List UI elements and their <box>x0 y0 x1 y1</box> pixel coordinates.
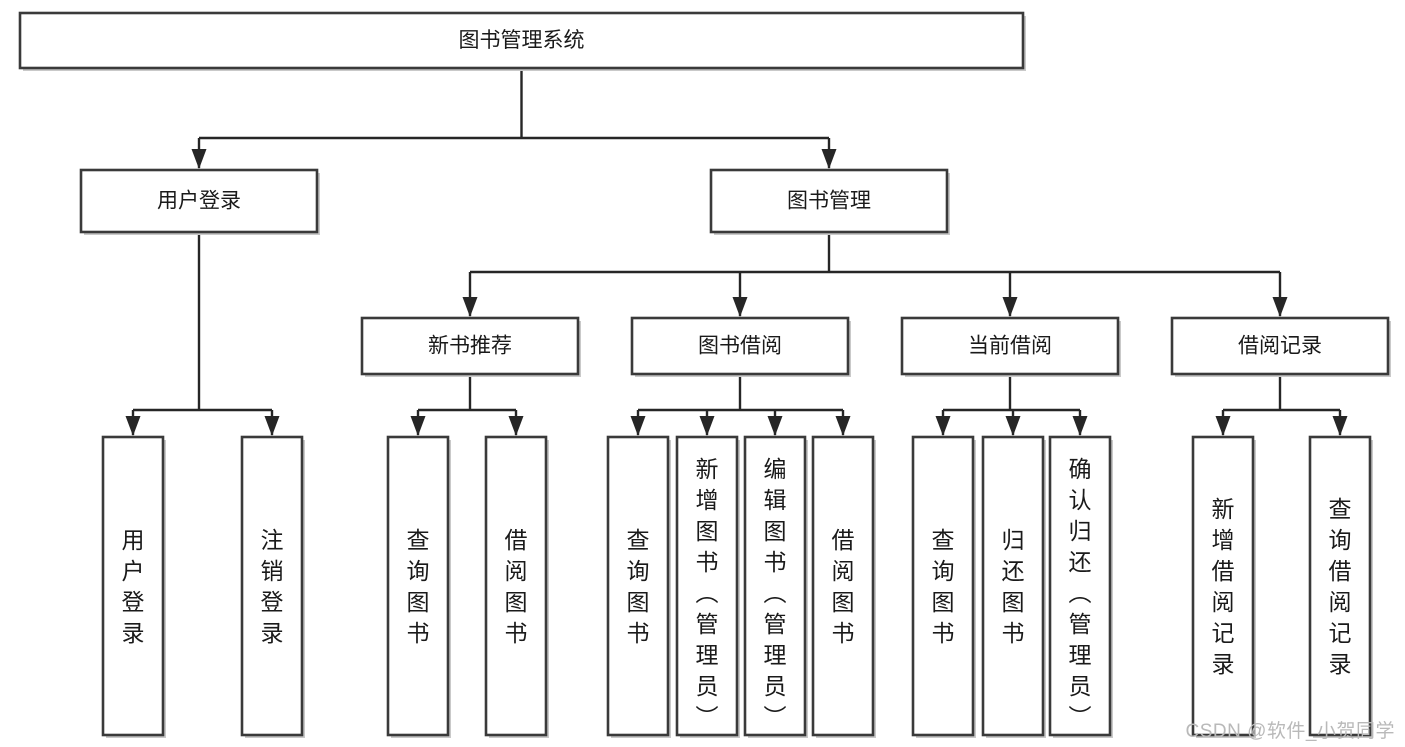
leaf-node-label: 归还图书 <box>1002 527 1025 646</box>
leaf-node-label: 编辑图书︵管理员︶ <box>764 456 787 730</box>
level2-node-label: 图书管理 <box>787 190 871 213</box>
node-rect <box>606 435 670 737</box>
level2-node-用户登录[interactable]: 用户登录 <box>79 168 320 235</box>
leaf-node-查询图书[interactable]: 查询图书 <box>606 435 671 738</box>
node-rect <box>1191 435 1255 737</box>
node-rect <box>811 435 875 737</box>
arrow-head-down <box>1005 416 1021 436</box>
leaf-node-label: 查询图书 <box>627 527 650 646</box>
arrow-head-down <box>1002 297 1018 317</box>
arrow-head-down <box>1215 416 1231 436</box>
leaf-node-查询图书[interactable]: 查询图书 <box>911 435 976 738</box>
level3-node-label: 新书推荐 <box>428 335 512 358</box>
node-rect <box>79 168 319 234</box>
root-node-label: 图书管理系统 <box>459 29 585 52</box>
node-rect <box>386 435 450 737</box>
leaf-node-确认归还管理员[interactable]: 确认归还︵管理员︶ <box>1048 435 1113 738</box>
level3-node-新书推荐[interactable]: 新书推荐 <box>360 316 581 377</box>
node-rect <box>675 435 739 737</box>
watermark-text: CSDN @软件_小贺同学 <box>1185 721 1395 742</box>
node-rect <box>1048 435 1112 737</box>
level3-node-图书借阅[interactable]: 图书借阅 <box>630 316 851 377</box>
node-rect <box>1170 316 1390 376</box>
leaf-node-label: 新增图书︵管理员︶ <box>696 456 719 730</box>
arrow-head-down <box>508 416 524 436</box>
arrow-head-down <box>1072 416 1088 436</box>
node-rect <box>360 316 580 376</box>
level2-node-label: 用户登录 <box>157 190 241 213</box>
leaf-node-label: 查询图书 <box>407 527 430 646</box>
arrow-head-down <box>835 416 851 436</box>
connector-layer <box>125 68 1348 436</box>
leaf-node-新增借阅记录[interactable]: 新增借阅记录 <box>1191 435 1256 738</box>
arrow-head-down <box>821 149 837 169</box>
leaf-node-借阅图书[interactable]: 借阅图书 <box>484 435 549 738</box>
node-rect <box>484 435 548 737</box>
node-rect <box>240 435 304 737</box>
level3-node-label: 图书借阅 <box>698 335 782 358</box>
node-rect <box>981 435 1045 737</box>
leaf-node-label: 用户登录 <box>122 527 145 646</box>
leaf-node-label: 借阅图书 <box>505 527 528 646</box>
leaf-node-label: 借阅图书 <box>832 527 855 646</box>
leaf-node-归还图书[interactable]: 归还图书 <box>981 435 1046 738</box>
leaf-node-label: 确认归还︵管理员︶ <box>1069 456 1092 730</box>
arrow-head-down <box>1272 297 1288 317</box>
arrow-head-down <box>767 416 783 436</box>
leaf-node-用户登录[interactable]: 用户登录 <box>101 435 166 738</box>
node-rect <box>911 435 975 737</box>
arrow-head-down <box>264 416 280 436</box>
leaf-node-label: 查询图书 <box>932 527 955 646</box>
arrow-head-down <box>125 416 141 436</box>
node-rect <box>900 316 1120 376</box>
leaf-node-新增图书管理员[interactable]: 新增图书︵管理员︶ <box>675 435 740 738</box>
level3-node-label: 当前借阅 <box>968 335 1052 358</box>
arrow-head-down <box>630 416 646 436</box>
arrow-head-down <box>935 416 951 436</box>
leaf-node-label: 注销登录 <box>261 527 284 646</box>
node-rect <box>101 435 165 737</box>
level3-node-label: 借阅记录 <box>1238 335 1322 358</box>
leaf-node-注销登录[interactable]: 注销登录 <box>240 435 305 738</box>
arrow-head-down <box>462 297 478 317</box>
node-rect <box>18 11 1025 70</box>
level3-node-当前借阅[interactable]: 当前借阅 <box>900 316 1121 377</box>
node-rect <box>630 316 850 376</box>
arrow-head-down <box>1332 416 1348 436</box>
level2-node-图书管理[interactable]: 图书管理 <box>709 168 950 235</box>
leaf-node-label: 查询借阅记录 <box>1329 496 1352 677</box>
node-rect <box>709 168 949 234</box>
node-layer: 图书管理系统用户登录图书管理新书推荐图书借阅当前借阅借阅记录用户登录注销登录查询… <box>18 11 1391 738</box>
node-rect <box>1308 435 1372 737</box>
leaf-node-编辑图书管理员[interactable]: 编辑图书︵管理员︶ <box>743 435 808 738</box>
leaf-node-借阅图书[interactable]: 借阅图书 <box>811 435 876 738</box>
leaf-node-查询图书[interactable]: 查询图书 <box>386 435 451 738</box>
arrow-head-down <box>732 297 748 317</box>
node-rect <box>743 435 807 737</box>
root-node-title[interactable]: 图书管理系统 <box>18 11 1026 71</box>
leaf-node-label: 新增借阅记录 <box>1212 496 1235 677</box>
arrow-head-down <box>410 416 426 436</box>
arrow-head-down <box>191 149 207 169</box>
level3-node-借阅记录[interactable]: 借阅记录 <box>1170 316 1391 377</box>
arrow-head-down <box>699 416 715 436</box>
leaf-node-查询借阅记录[interactable]: 查询借阅记录 <box>1308 435 1373 738</box>
